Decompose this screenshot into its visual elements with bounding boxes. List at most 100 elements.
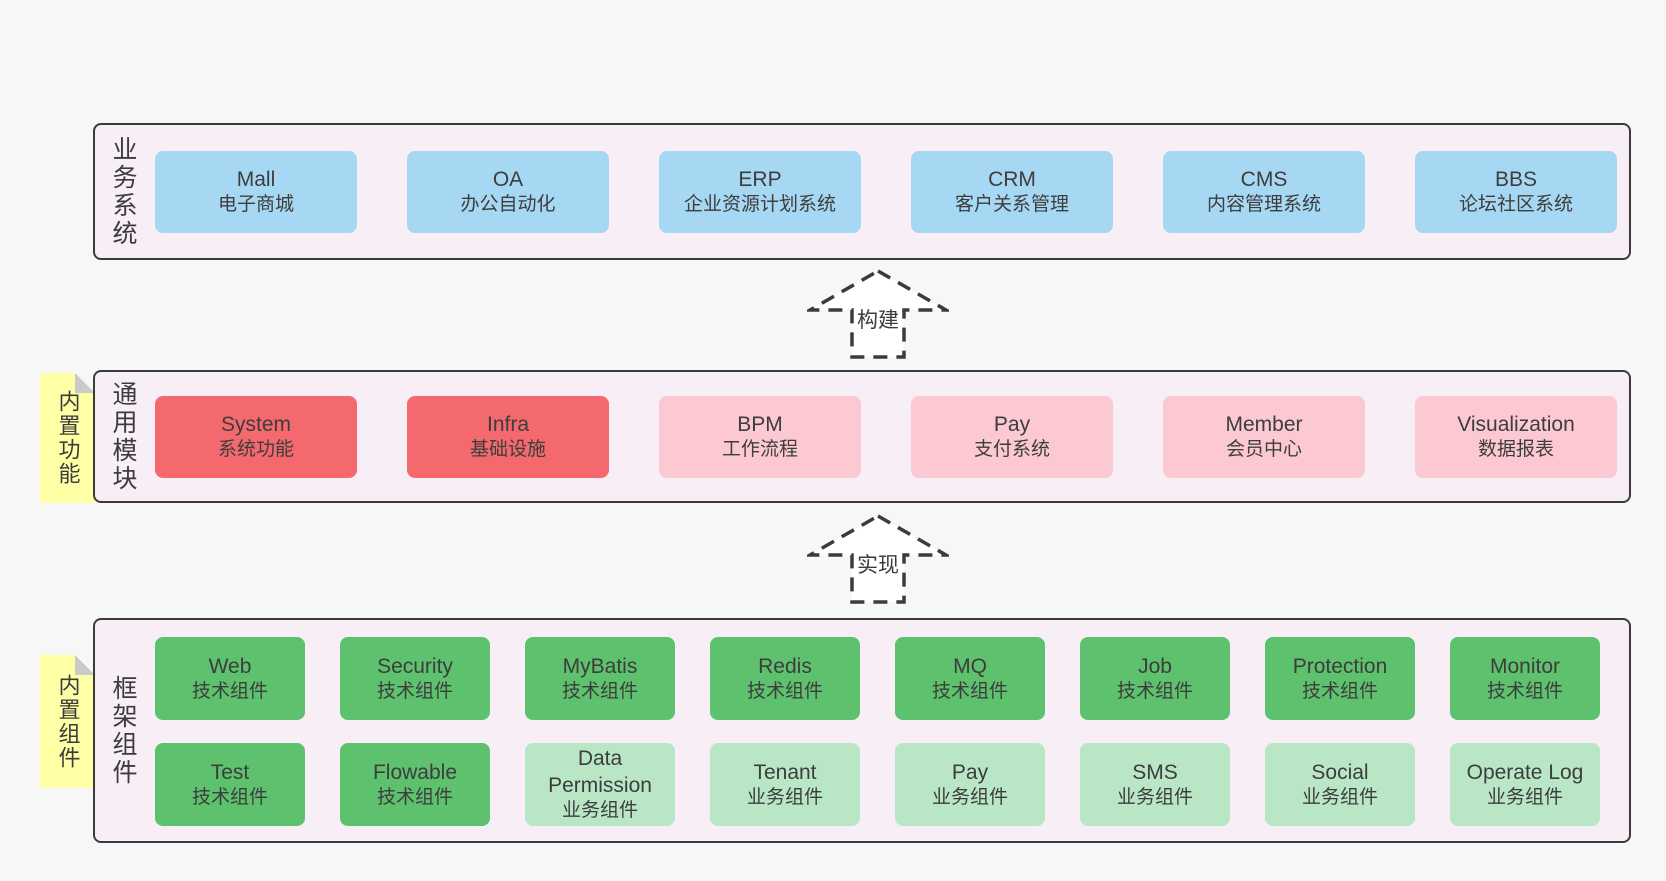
box-title: MyBatis (562, 654, 638, 678)
dashed-up-arrow-build: 构建 (807, 268, 949, 359)
box-title: Flowable (372, 760, 458, 784)
box-title: Redis (758, 654, 812, 678)
box-subtitle: 业务组件 (1486, 786, 1563, 808)
band-label: 通用模块 (109, 380, 137, 493)
band-business-systems: 业务系统 Mall 电子商城 OA 办公自动化 ERP 企业资源计划系统 CRM… (93, 123, 1631, 260)
box-subtitle: 技术组件 (746, 680, 823, 702)
box-subtitle: 业务组件 (931, 786, 1008, 808)
box-row: System 系统功能 Infra 基础设施 BPM 工作流程 Pay 支付系统… (155, 395, 1617, 478)
box-title: Visualization (1457, 412, 1575, 436)
note-label: 内置组件 (55, 673, 81, 770)
band-label: 业务系统 (109, 135, 137, 248)
box-title: BPM (737, 412, 783, 436)
arrow-label: 实现 (857, 554, 899, 577)
folded-corner-icon (75, 655, 95, 675)
box-subtitle: 技术组件 (561, 680, 638, 702)
box-subtitle: 技术组件 (376, 786, 453, 808)
box-crm: CRM 客户关系管理 (911, 150, 1113, 233)
box-title: BBS (1494, 167, 1538, 191)
box-tenant: Tenant 业务组件 (710, 743, 860, 826)
arrow-label-bg (855, 304, 901, 334)
box-subtitle: 业务组件 (1301, 786, 1378, 808)
box-subtitle: 工作流程 (721, 438, 798, 460)
box-subtitle: 内容管理系统 (1206, 193, 1321, 215)
box-redis: Redis 技术组件 (710, 637, 860, 720)
box-subtitle: 会员中心 (1225, 438, 1302, 460)
band-framework-components: 框架组件 Web 技术组件 Security 技术组件 MyBatis 技术组件… (93, 618, 1631, 843)
box-title: Social (1311, 760, 1369, 784)
box-test: Test 技术组件 (155, 743, 305, 826)
box-oa: OA 办公自动化 (407, 150, 609, 233)
box-data-permission: Data Permission 业务组件 (525, 743, 675, 826)
box-title: Data Permission (548, 746, 652, 798)
box-job: Job 技术组件 (1080, 637, 1230, 720)
box-subtitle: 技术组件 (191, 786, 268, 808)
box-bpm: BPM 工作流程 (659, 395, 861, 478)
box-subtitle: 技术组件 (191, 680, 268, 702)
box-subtitle: 企业资源计划系统 (683, 193, 836, 215)
box-title: Web (208, 654, 252, 678)
box-title: Protection (1292, 654, 1388, 678)
sticky-note-built-in-features: 内置功能 (40, 373, 95, 503)
box-title: Infra (486, 412, 530, 436)
box-operate-log: Operate Log 业务组件 (1450, 743, 1600, 826)
box-title: Security (377, 654, 453, 678)
box-title: Operate Log (1466, 760, 1584, 784)
box-title: OA (492, 167, 524, 191)
band-label: 框架组件 (109, 674, 137, 787)
box-subtitle: 业务组件 (746, 786, 823, 808)
box-row: Mall 电子商城 OA 办公自动化 ERP 企业资源计划系统 CRM 客户关系… (155, 150, 1617, 233)
box-pay-component: Pay 业务组件 (895, 743, 1045, 826)
box-title: Monitor (1489, 654, 1561, 678)
box-sms: SMS 业务组件 (1080, 743, 1230, 826)
box-title: SMS (1132, 760, 1178, 784)
box-subtitle: 办公自动化 (460, 193, 556, 215)
box-subtitle: 基础设施 (469, 438, 546, 460)
box-erp: ERP 企业资源计划系统 (659, 150, 861, 233)
box-subtitle: 业务组件 (561, 800, 638, 822)
box-title: Pay (951, 760, 989, 784)
box-subtitle: 技术组件 (1116, 680, 1193, 702)
box-title: Test (210, 760, 250, 784)
box-title: System (220, 412, 291, 436)
box-row: Web 技术组件 Security 技术组件 MyBatis 技术组件 Redi… (155, 637, 1600, 720)
box-subtitle: 系统功能 (217, 438, 294, 460)
box-subtitle: 技术组件 (1301, 680, 1378, 702)
box-member: Member 会员中心 (1163, 395, 1365, 478)
box-flowable: Flowable 技术组件 (340, 743, 490, 826)
box-subtitle: 技术组件 (1486, 680, 1563, 702)
box-title: Mall (236, 167, 276, 191)
box-subtitle: 论坛社区系统 (1458, 193, 1573, 215)
box-title: MQ (953, 654, 987, 678)
box-row: Test 技术组件 Flowable 技术组件 Data Permission … (155, 743, 1600, 826)
box-title: ERP (738, 167, 782, 191)
box-title: CRM (988, 167, 1036, 191)
box-title: CMS (1240, 167, 1288, 191)
sticky-note-built-in-components: 内置组件 (40, 655, 95, 788)
box-subtitle: 支付系统 (973, 438, 1050, 460)
box-pay-system: Pay 支付系统 (911, 395, 1113, 478)
box-mq: MQ 技术组件 (895, 637, 1045, 720)
box-protection: Protection 技术组件 (1265, 637, 1415, 720)
arrow-label-bg (855, 549, 901, 579)
box-mybatis: MyBatis 技术组件 (525, 637, 675, 720)
box-subtitle: 客户关系管理 (954, 193, 1069, 215)
box-security: Security 技术组件 (340, 637, 490, 720)
band-common-modules: 通用模块 System 系统功能 Infra 基础设施 BPM 工作流程 Pay… (93, 370, 1631, 503)
box-infra: Infra 基础设施 (407, 395, 609, 478)
box-title: Pay (993, 412, 1031, 436)
dashed-up-arrow-implement: 实现 (807, 513, 949, 604)
box-subtitle: 技术组件 (376, 680, 453, 702)
box-subtitle: 技术组件 (931, 680, 1008, 702)
box-cms: CMS 内容管理系统 (1163, 150, 1365, 233)
box-visualization: Visualization 数据报表 (1415, 395, 1617, 478)
box-system: System 系统功能 (155, 395, 357, 478)
box-monitor: Monitor 技术组件 (1450, 637, 1600, 720)
box-title: Member (1225, 412, 1303, 436)
box-title: Job (1138, 654, 1172, 678)
box-web: Web 技术组件 (155, 637, 305, 720)
box-subtitle: 电子商城 (217, 193, 294, 215)
box-subtitle: 数据报表 (1477, 438, 1554, 460)
box-bbs: BBS 论坛社区系统 (1415, 150, 1617, 233)
note-label: 内置功能 (55, 390, 81, 486)
